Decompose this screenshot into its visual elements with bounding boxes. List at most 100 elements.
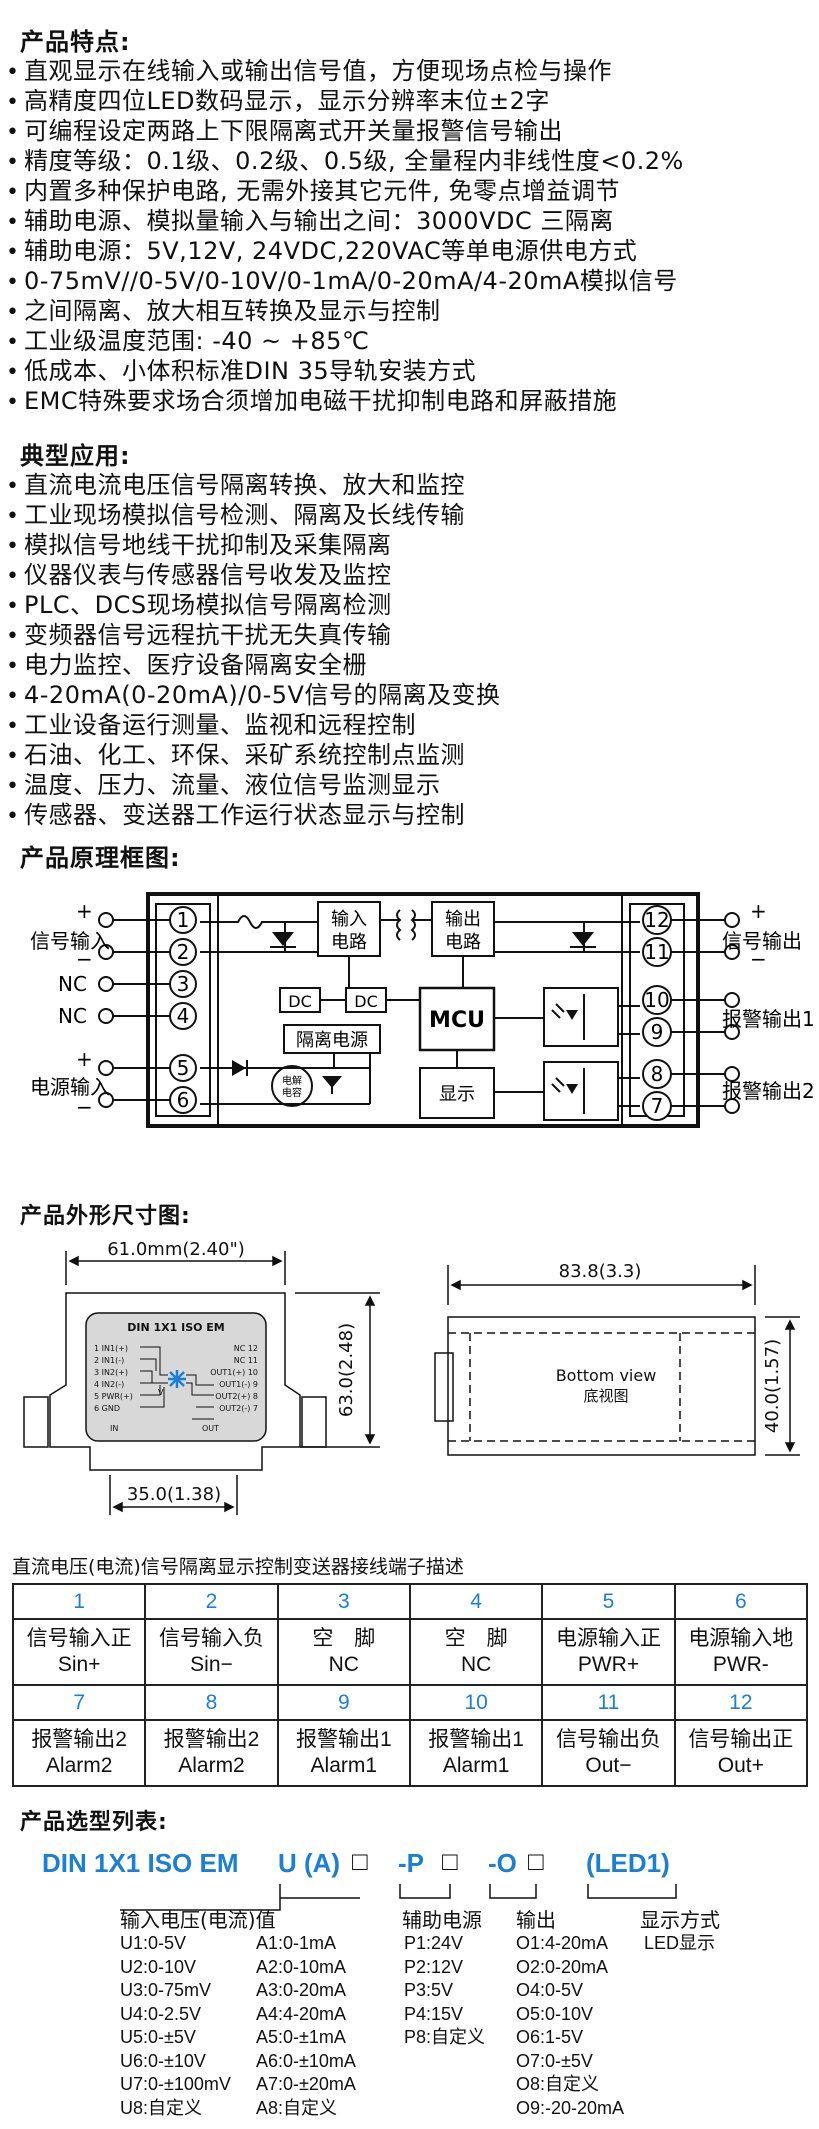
list-item: 直观显示在线输入或输出信号值，方便现场点检与操作 — [6, 56, 684, 86]
pin-label: 3 — [177, 972, 190, 996]
aux-power-header: 辅助电源 — [402, 1908, 482, 1932]
height-dimension: 63.0(2.48) — [336, 1323, 357, 1417]
list-item: 电力监控、医疗设备隔离安全栅 — [6, 650, 500, 680]
terminal-number: 9 — [276, 1684, 411, 1721]
list-item: U8:自定义 — [120, 2097, 203, 2118]
list-item: 工业级温度范围: -40 ~ +85℃ — [6, 326, 684, 356]
model-box: □ — [528, 1846, 544, 1876]
terminal-number: 8 — [144, 1684, 279, 1721]
face-pin-label: OUT1(-) 9 — [219, 1380, 258, 1389]
terminal-cn: 信号输出负 — [555, 1728, 661, 1751]
list-item: U5:0-±5V — [120, 2027, 196, 2047]
face-pin-label: 1 IN1(+) — [94, 1344, 128, 1353]
power-in-label: 电源输入 — [30, 1075, 110, 1099]
face-pin-label: 2 IN1(-) — [94, 1356, 124, 1365]
face-pin-label: 3 IN2(+) — [94, 1368, 128, 1377]
list-item: O1:4-20mA — [516, 1933, 609, 1953]
list-item: O4:0-5V — [516, 1980, 584, 2000]
selection-bracket-lines — [120, 1884, 677, 1911]
pin-label: 4 — [177, 1004, 190, 1028]
model-code: DIN 1X1 ISO EM — [42, 1848, 239, 1878]
list-item: A1:0-1mA — [256, 1933, 337, 1953]
terminal-number: 4 — [408, 1583, 544, 1620]
input-header: 输入电压(电流)值 — [120, 1908, 276, 1932]
length-dimension: 83.8(3.3) — [559, 1261, 642, 1282]
list-item: P3:5V — [404, 1980, 454, 2000]
list-item: 辅助电源、模拟量输入与输出之间：3000VDC 三隔离 — [6, 206, 684, 236]
list-item: 石油、化工、环保、采矿系统控制点监测 — [6, 740, 500, 770]
face-out-label: OUT — [202, 1424, 219, 1433]
nc-label: NC — [58, 972, 87, 996]
terminal-en: Out− — [585, 1754, 632, 1777]
list-item: A8:自定义 — [256, 2097, 338, 2118]
face-title: DIN 1X1 ISO EM — [127, 1321, 225, 1334]
signal-in-label: 信号输入 — [30, 929, 110, 953]
list-item: P1:24V — [404, 1933, 464, 1953]
isolated-power-label: 隔离电源 — [296, 1030, 368, 1051]
face-pin-label: NC 11 — [234, 1356, 258, 1365]
list-item: 温度、压力、流量、液位信号监测显示 — [6, 770, 500, 800]
terminal-number: 6 — [673, 1583, 809, 1620]
list-item: 辅助电源：5V,12V, 24VDC,220VAC等单电源供电方式 — [6, 236, 684, 266]
list-item: A3:0-20mA — [256, 1980, 347, 2000]
list-item: 精度等级：0.1级、0.2级、0.5级, 全量程内非线性度<0.2% — [6, 146, 684, 176]
face-pin-label: OUT2(-) 7 — [219, 1404, 258, 1413]
list-item: O9:-20-20mA — [516, 2097, 625, 2118]
list-item: 工业现场模拟信号检测、隔离及长线传输 — [6, 500, 500, 530]
pin-label: 6 — [177, 1088, 190, 1112]
pin-label: 10 — [644, 988, 669, 1012]
terminal-cn: 电源输入地 — [688, 1627, 794, 1650]
list-item: 之间隔离、放大相互转换及显示与控制 — [6, 296, 684, 326]
display-header: 显示方式 — [640, 1908, 720, 1932]
output-circuit-label: 输出 — [445, 909, 481, 930]
pin-label: 11 — [644, 940, 669, 964]
block-diagram: 1 2 3 4 5 6 12 11 10 9 8 7 输入 电 — [30, 892, 815, 1128]
input-circuit-label: 电路 — [331, 932, 367, 953]
terminal-cn: 信号输入正 — [26, 1627, 132, 1650]
plus-sign: + — [750, 899, 767, 923]
list-item: U3:0-75mV — [120, 1980, 212, 2000]
terminal-description: 电源输入地 PWR- — [673, 1618, 809, 1686]
pin-label: 12 — [644, 908, 669, 932]
list-item: P8:自定义 — [404, 2027, 486, 2047]
list-item: U6:0-±10V — [120, 2050, 206, 2071]
face-in-label: IN — [110, 1424, 118, 1433]
terminal-cn: 电源输入正 — [555, 1627, 661, 1650]
list-item: P4:15V — [404, 2003, 464, 2024]
terminal-description: 电源输入正 PWR+ — [541, 1618, 676, 1686]
face-v-label: V — [158, 1388, 164, 1397]
face-pin-label: 6 GND — [94, 1404, 120, 1413]
pin-label: 8 — [651, 1062, 664, 1086]
list-item: O2:0-20mA — [516, 1956, 609, 1977]
terminal-cn: 空 脚 — [312, 1627, 376, 1650]
aux-power-list: P1:24V P2:12V P3:5V P4:15V P8:自定义 — [404, 1932, 485, 2050]
terminal-en: PWR- — [712, 1653, 769, 1676]
terminal-cn: 信号输入负 — [158, 1627, 264, 1650]
capacitor-label: 电解 — [282, 1074, 302, 1087]
list-item: LED显示 — [644, 1933, 716, 1953]
minus-sign: − — [750, 947, 767, 971]
list-item: PLC、DCS现场模拟信号隔离检测 — [6, 590, 500, 620]
dimension-drawing: DIN 1X1 ISO EM 1 IN1(+) 2 IN1(-) 3 IN2(+… — [23, 1239, 800, 1515]
list-item: 0-75mV//0-5V/0-10V/0-1mA/0-20mA/4-20mA模拟… — [6, 266, 684, 296]
nc-label: NC — [58, 1004, 87, 1028]
model-box: □ — [442, 1846, 458, 1876]
selection-title: 产品选型列表: — [20, 1810, 168, 1835]
terminal-number: 3 — [276, 1583, 411, 1620]
face-pin-label: 4 IN2(-) — [94, 1380, 124, 1389]
pin-label: 1 — [177, 908, 190, 932]
dc-label: DC — [354, 992, 378, 1011]
terminal-en: PWR+ — [577, 1653, 640, 1676]
width-dimension: 61.0mm(2.40") — [107, 1239, 245, 1260]
block-diagram-title: 产品原理框图: — [20, 844, 181, 872]
pin-label: 9 — [651, 1020, 664, 1044]
terminal-en: Out+ — [717, 1754, 764, 1777]
